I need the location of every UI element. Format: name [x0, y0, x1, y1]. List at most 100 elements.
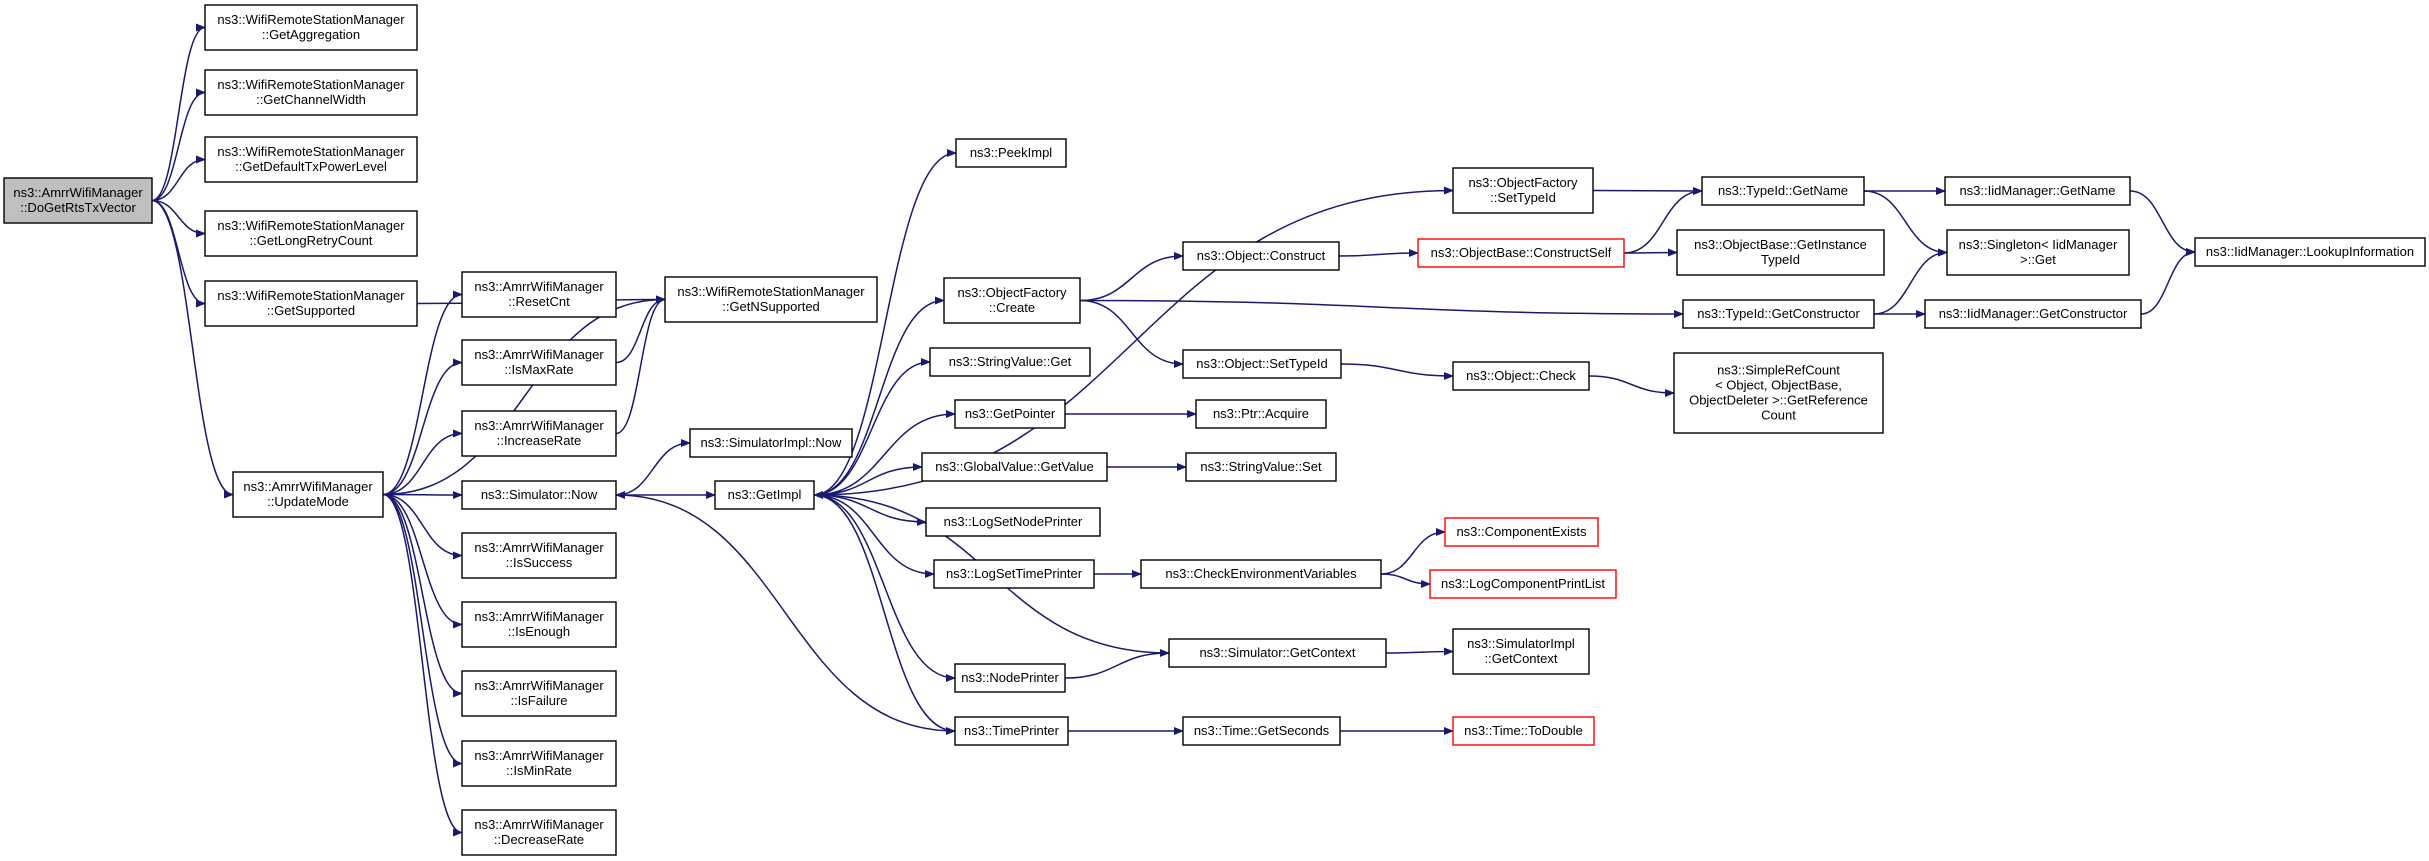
node-iid-get-name[interactable]: ns3::IidManager::GetName	[1944, 176, 2131, 206]
node-is-failure[interactable]: ns3::AmrrWifiManager::IsFailure	[461, 670, 617, 717]
node-label-line: ::Create	[989, 300, 1035, 315]
node-box	[1676, 229, 1885, 276]
node-time-get-seconds[interactable]: ns3::Time::GetSeconds	[1182, 716, 1341, 746]
node-log-component-print-list[interactable]: ns3::LogComponentPrintList	[1429, 569, 1617, 599]
node-label-line: ns3::SimulatorImpl::Now	[701, 435, 842, 450]
node-of-create[interactable]: ns3::ObjectFactory::Create	[943, 277, 1081, 324]
node-str-val-set[interactable]: ns3::StringValue::Set	[1185, 452, 1337, 482]
node-label-line: ns3::StringValue::Get	[949, 354, 1072, 369]
node-get-pointer[interactable]: ns3::GetPointer	[954, 399, 1066, 429]
node-sim-impl-now[interactable]: ns3::SimulatorImpl::Now	[689, 428, 853, 458]
node-decrease-rate[interactable]: ns3::AmrrWifiManager::DecreaseRate	[461, 809, 617, 856]
node-iid-get-constructor[interactable]: ns3::IidManager::GetConstructor	[1924, 299, 2142, 329]
node-reset-cnt[interactable]: ns3::AmrrWifiManager::ResetCnt	[461, 271, 617, 318]
node-label-line: ns3::TypeId::GetName	[1718, 183, 1848, 198]
node-box	[461, 601, 617, 648]
node-layer: ns3::AmrrWifiManager::DoGetRtsTxVectorns…	[3, 4, 2426, 856]
node-simple-ref-count-get-ref-count[interactable]: ns3::SimpleRefCount< Object, ObjectBase,…	[1673, 352, 1884, 434]
edge-root-to-get-default-tx-power-level	[151, 155, 206, 202]
node-get-default-tx-power-level[interactable]: ns3::WifiRemoteStationManager::GetDefaul…	[204, 136, 418, 183]
node-type-id-get-name[interactable]: ns3::TypeId::GetName	[1701, 176, 1865, 206]
node-check-env-vars[interactable]: ns3::CheckEnvironmentVariables	[1140, 559, 1382, 589]
node-label-line: ns3::AmrrWifiManager	[474, 609, 604, 624]
node-obj-construct[interactable]: ns3::Object::Construct	[1182, 241, 1340, 271]
node-box	[1417, 238, 1625, 268]
node-sim-impl-get-context[interactable]: ns3::SimulatorImpl::GetContext	[1452, 628, 1590, 675]
node-box	[689, 428, 853, 458]
node-update-mode[interactable]: ns3::AmrrWifiManager::UpdateMode	[232, 471, 384, 518]
edge-path	[151, 199, 234, 499]
node-label-line: ns3::AmrrWifiManager	[474, 678, 604, 693]
node-box	[204, 210, 418, 257]
node-get-supported[interactable]: ns3::WifiRemoteStationManager::GetSuppor…	[204, 280, 418, 327]
node-box	[1195, 399, 1327, 429]
edge-sim-now-to-sim-impl-now	[615, 439, 691, 496]
node-box	[1168, 638, 1387, 668]
node-iid-lookup-information[interactable]: ns3::IidManager::LookupInformation	[2194, 237, 2426, 267]
node-label-line: ns3::WifiRemoteStationManager	[677, 284, 865, 299]
edge-path	[1873, 248, 1948, 315]
node-is-enough[interactable]: ns3::AmrrWifiManager::IsEnough	[461, 601, 617, 648]
node-get-aggregation[interactable]: ns3::WifiRemoteStationManager::GetAggreg…	[204, 4, 418, 51]
node-sim-get-context[interactable]: ns3::Simulator::GetContext	[1168, 638, 1387, 668]
node-obj-set-type-id[interactable]: ns3::Object::SetTypeId	[1182, 349, 1342, 379]
node-label-line: ns3::AmrrWifiManager	[243, 479, 373, 494]
node-type-id-get-constructor[interactable]: ns3::TypeId::GetConstructor	[1682, 299, 1875, 329]
node-get-channel-width[interactable]: ns3::WifiRemoteStationManager::GetChanne…	[204, 69, 418, 116]
node-label-line: ns3::ObjectFactory	[1468, 175, 1578, 190]
edge-get-impl-to-of-create	[813, 296, 945, 496]
node-label-line: < Object, ObjectBase,	[1715, 378, 1842, 393]
edge-path	[151, 155, 206, 202]
node-log-set-time-printer[interactable]: ns3::LogSetTimePrinter	[933, 559, 1095, 589]
node-is-success[interactable]: ns3::AmrrWifiManager::IsSuccess	[461, 532, 617, 579]
edge-get-impl-to-get-pointer	[813, 410, 956, 496]
node-time-to-double[interactable]: ns3::Time::ToDouble	[1452, 716, 1595, 746]
edge-root-to-update-mode	[151, 199, 234, 499]
node-log-set-node-printer[interactable]: ns3::LogSetNodePrinter	[925, 507, 1101, 537]
node-singleton-get[interactable]: ns3::Singleton< IidManager>::Get	[1946, 229, 2130, 276]
node-get-impl[interactable]: ns3::GetImpl	[714, 480, 815, 510]
node-label-line: ns3::AmrrWifiManager	[13, 185, 143, 200]
node-sim-now[interactable]: ns3::Simulator::Now	[461, 480, 617, 510]
node-ptr-acquire[interactable]: ns3::Ptr::Acquire	[1195, 399, 1327, 429]
edge-path	[1380, 573, 1431, 588]
edge-obj-set-type-id-to-obj-check	[1340, 363, 1454, 380]
node-box	[1444, 517, 1599, 547]
node-str-val-get[interactable]: ns3::StringValue::Get	[929, 347, 1091, 377]
node-is-max-rate[interactable]: ns3::AmrrWifiManager::IsMaxRate	[461, 339, 617, 386]
node-box	[714, 480, 815, 510]
node-root[interactable]: ns3::AmrrWifiManager::DoGetRtsTxVector	[3, 177, 153, 224]
node-label-line: ::ResetCnt	[508, 294, 570, 309]
node-box	[3, 177, 153, 224]
node-time-printer[interactable]: ns3::TimePrinter	[954, 716, 1069, 746]
node-node-printer[interactable]: ns3::NodePrinter	[954, 663, 1066, 693]
node-label-line: ns3::AmrrWifiManager	[474, 817, 604, 832]
node-ob-construct-self[interactable]: ns3::ObjectBase::ConstructSelf	[1417, 238, 1625, 268]
node-gv-get-value[interactable]: ns3::GlobalValue::GetValue	[921, 452, 1108, 482]
node-get-nsupported[interactable]: ns3::WifiRemoteStationManager::GetNSuppo…	[664, 276, 878, 323]
node-box	[1452, 361, 1590, 391]
node-label-line: ns3::LogComponentPrintList	[1441, 576, 1605, 591]
edge-update-mode-to-is-min-rate	[382, 493, 463, 768]
node-label-line: ::GetDefaultTxPowerLevel	[235, 159, 387, 174]
node-label-line: ns3::LogSetNodePrinter	[944, 514, 1083, 529]
edge-path	[382, 493, 463, 560]
node-is-min-rate[interactable]: ns3::AmrrWifiManager::IsMinRate	[461, 740, 617, 787]
node-box	[204, 136, 418, 183]
node-component-exists[interactable]: ns3::ComponentExists	[1444, 517, 1599, 547]
node-box	[461, 740, 617, 787]
node-peek-impl[interactable]: ns3::PeekImpl	[955, 138, 1067, 168]
node-get-long-retry-count[interactable]: ns3::WifiRemoteStationManager::GetLongRe…	[204, 210, 418, 257]
edge-get-impl-to-peek-impl	[813, 149, 957, 496]
node-of-set-type-id[interactable]: ns3::ObjectFactory::SetTypeId	[1452, 167, 1594, 214]
node-increase-rate[interactable]: ns3::AmrrWifiManager::IncreaseRate	[461, 410, 617, 457]
node-label-line: ns3::CheckEnvironmentVariables	[1165, 566, 1357, 581]
node-label-line: Count	[1761, 408, 1796, 423]
node-box	[204, 69, 418, 116]
edge-path	[813, 410, 956, 496]
node-obj-check[interactable]: ns3::Object::Check	[1452, 361, 1590, 391]
edge-path	[1592, 186, 1703, 195]
node-label-line: ns3::TimePrinter	[964, 723, 1060, 738]
edge-path	[151, 88, 206, 202]
